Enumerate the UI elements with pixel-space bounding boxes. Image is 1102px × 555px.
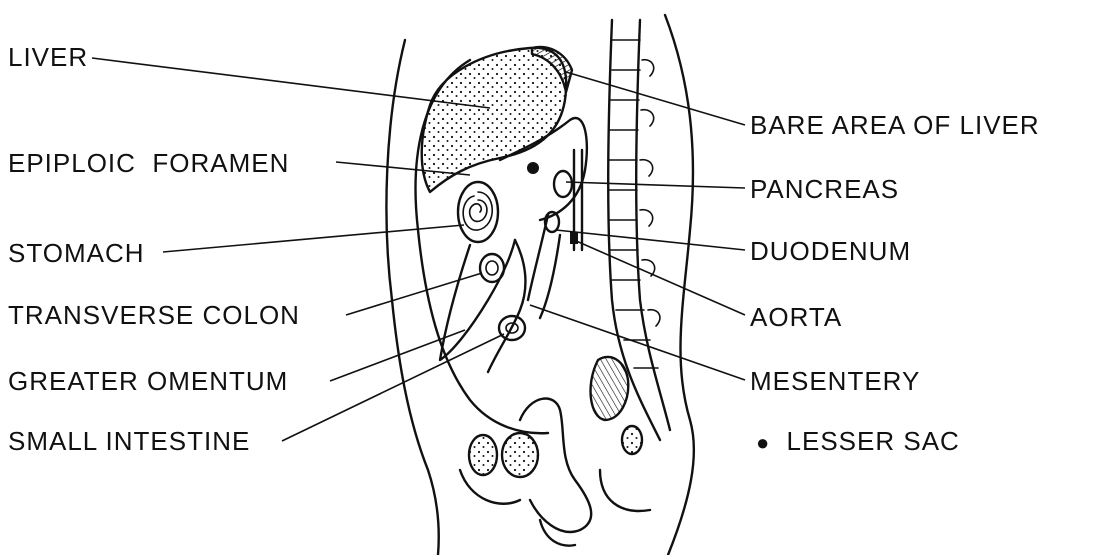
pancreas-shape [554,171,572,197]
legend-lesser-sac: ● LESSER SAC [756,428,960,454]
liver-shape [422,48,566,192]
pelvic-loops [469,426,642,477]
leader-small-intestine [282,334,504,441]
posterior-body-wall [665,15,694,555]
leader-pancreas [566,182,745,188]
label-duodenum: DUODENUM [750,238,911,264]
leader-aorta [574,240,745,315]
label-aorta: AORTA [750,304,842,330]
label-small-intestine: SMALL INTESTINE [8,428,250,454]
label-liver: LIVER [8,44,88,70]
legend-dot-icon: ● [756,430,770,455]
label-bare-area-of-liver: BARE AREA OF LIVER [750,112,1040,138]
label-epiploic-foramen: EPIPLOIC FORAMEN [8,150,289,176]
transverse-colon-shape [480,254,504,282]
rectum-shape [591,357,629,420]
legend-lesser-sac-label: LESSER SAC [787,426,960,456]
label-stomach: STOMACH [8,240,145,266]
leader-duodenum [556,230,745,250]
label-greater-omentum: GREATER OMENTUM [8,368,288,394]
leader-bare-area [566,72,745,125]
label-mesentery: MESENTERY [750,368,920,394]
lesser-sac-dot [527,162,539,174]
leader-liver [92,58,490,108]
label-transverse-colon: TRANSVERSE COLON [8,302,300,328]
stomach-shape [458,182,498,242]
label-pancreas: PANCREAS [750,176,899,202]
leader-transverse-colon [346,273,482,315]
